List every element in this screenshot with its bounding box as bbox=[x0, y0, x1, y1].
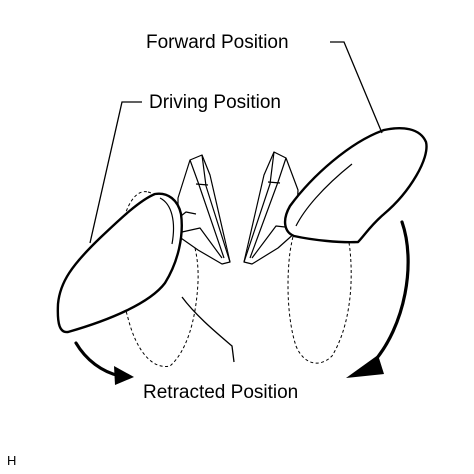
right-retract-arrow bbox=[346, 220, 410, 378]
retracted-position-leader bbox=[181, 296, 235, 363]
left-mirror-driving-head bbox=[56, 192, 183, 334]
right-mirror-housing-edge bbox=[295, 163, 353, 227]
left-retracted-outline bbox=[119, 191, 199, 367]
figure-code: H bbox=[7, 453, 16, 468]
driving-position-label: Driving Position bbox=[149, 92, 281, 113]
forward-position-label: Forward Position bbox=[146, 32, 289, 53]
forward-position-leader bbox=[330, 41, 383, 134]
left-retract-arrow bbox=[74, 341, 134, 385]
left-mirror-base bbox=[175, 154, 231, 265]
driving-position-leader bbox=[89, 101, 142, 244]
retracted-position-label: Retracted Position bbox=[143, 382, 298, 403]
right-retracted-outline bbox=[287, 195, 352, 364]
left-mirror-housing-edge bbox=[159, 197, 175, 245]
right-mirror-base bbox=[243, 151, 299, 265]
right-mirror-forward-head bbox=[283, 127, 428, 244]
